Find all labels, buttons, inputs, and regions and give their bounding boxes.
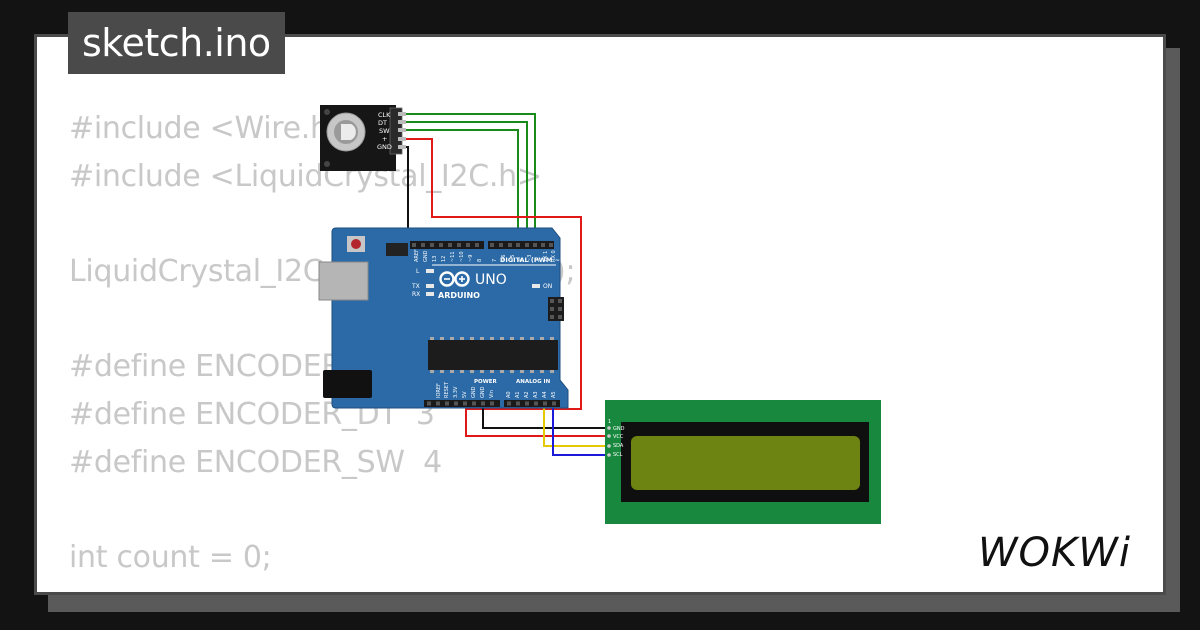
board-model: UNO [475,272,507,288]
svg-text:L: L [416,268,420,275]
power-section-label: POWER [474,379,498,385]
analog-pin-labels: A0 A1 A2 A3 A4 A5 [506,391,557,398]
svg-text:TX 1: TX 1 [543,251,549,263]
atmega-chip [428,340,558,370]
arduino-uno: AREF GND 13 12 ~11 ~10 ~9 8 7 ~6 ~5 4 ~3… [318,227,569,409]
svg-text:A4: A4 [542,391,548,398]
code-line: #define ENCODER_DT 3 [69,397,435,433]
wire-clk [400,113,536,238]
code-line: int lastClk = HIGH; [69,582,575,592]
svg-text:4: 4 [518,259,524,262]
encoder-pin-label: SW [379,127,390,135]
encoder-pin-label: DT [378,119,387,127]
arduino-logo-icon [439,271,470,287]
svg-text:~5: ~5 [510,255,516,262]
lcd-display: 1 GND VCC SDA SCL [605,400,881,524]
file-tab-title: sketch.ino [68,12,285,74]
wire-encoder-gnd [400,146,409,238]
digital-header-left [410,241,484,249]
wire-sw [400,129,519,238]
svg-text:2: 2 [535,259,541,262]
svg-text:7: 7 [492,259,498,262]
encoder-pin-label: GND [377,143,392,151]
wires [400,113,610,456]
encoder-pin-label: + [382,135,387,143]
svg-text:IOREF: IOREF [436,383,442,398]
lcd-pin-labels: 1 GND VCC SDA SCL [608,419,625,458]
svg-text:13: 13 [432,256,438,262]
svg-text:A1: A1 [515,391,521,398]
power-pin-labels: IOREF RESET 3.3V 5V GND GND Vin [436,381,495,398]
svg-text:A0: A0 [506,391,512,398]
svg-text:GND: GND [423,250,429,262]
svg-text:1: 1 [608,419,611,425]
svg-text:VCC: VCC [613,434,624,440]
wire-lcd-vcc [465,400,610,437]
svg-text:A3: A3 [533,391,539,398]
svg-text:8: 8 [477,259,483,262]
svg-text:SDA: SDA [613,443,624,449]
code-line: int count = 0; [69,540,272,576]
power-jack [323,370,372,398]
wire-lcd-gnd [482,400,610,429]
svg-text:12: 12 [441,256,447,262]
svg-text:GND: GND [613,426,625,432]
encoder-shaft-icon [341,124,356,140]
digital-header-right [488,241,554,249]
svg-text:RESET: RESET [444,381,450,398]
svg-text:3.3V: 3.3V [453,386,459,398]
svg-text:5V: 5V [462,391,468,398]
svg-text:GND: GND [480,386,486,398]
svg-text:~9: ~9 [468,255,474,262]
power-header [424,400,500,407]
svg-text:ON: ON [543,283,552,290]
digital-section-label: DIGITAL (PWM ~) [500,256,563,264]
code-line: #define ENCODER_SW 4 [69,444,442,480]
digital-pin-labels: AREF GND 13 12 ~11 ~10 ~9 8 7 ~6 ~5 4 ~3… [414,249,557,263]
analog-header [504,400,560,407]
svg-text:SCL: SCL [613,452,623,458]
wokwi-logo: WOKWi [978,530,1131,576]
svg-text:~11: ~11 [450,251,456,262]
encoder-pin-label: CLK [378,111,391,119]
svg-text:AREF: AREF [414,249,420,262]
lcd-screen [631,436,860,490]
svg-text:TX: TX [411,283,420,290]
svg-text:Vin: Vin [489,390,495,398]
svg-text:A5: A5 [551,391,557,398]
board-brand: ARDUINO [438,291,480,300]
svg-text:~3: ~3 [527,255,533,262]
status-leds: L TX RX ON [411,268,552,298]
wire-dt [400,121,528,238]
svg-text:~10: ~10 [459,251,465,262]
wokwi-logo-text: WOKWi [978,530,1131,576]
svg-text:A2: A2 [524,391,530,398]
analog-section-label: ANALOG IN [516,379,551,385]
encoder-pin-headers [398,112,406,149]
encoder-pin-labels: CLK DT SW + GND [377,111,392,151]
usb-port [318,261,369,301]
svg-text:RX: RX [412,291,420,298]
rotary-encoder: CLK DT SW + GND [320,105,406,171]
svg-text:GND: GND [471,386,477,398]
svg-text:~6: ~6 [501,255,507,262]
svg-text:RX 0: RX 0 [551,250,557,262]
